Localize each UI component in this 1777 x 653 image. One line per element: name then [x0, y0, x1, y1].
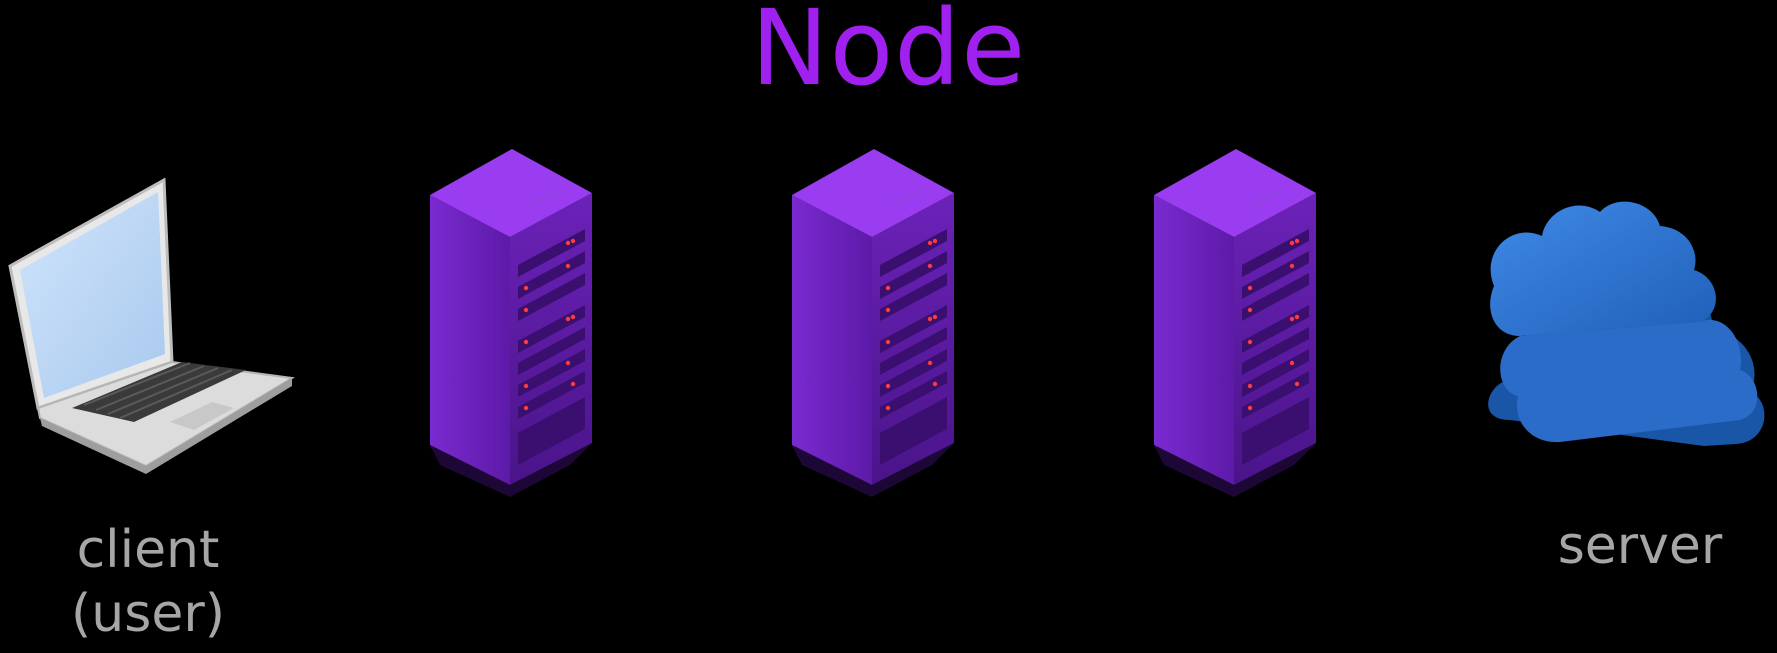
relay-node-2-icon	[792, 149, 954, 497]
client-label-line1: client	[76, 520, 220, 580]
client-label-line2: (user)	[71, 584, 225, 644]
server-label: server	[1557, 516, 1723, 576]
diagram-title: Node	[750, 0, 1027, 109]
cloud-icon	[1488, 201, 1765, 446]
relay-node-3-icon	[1154, 149, 1316, 497]
client-label: client (user)	[58, 518, 238, 646]
relay-node-1-icon	[430, 149, 592, 497]
laptop-icon	[8, 177, 295, 474]
